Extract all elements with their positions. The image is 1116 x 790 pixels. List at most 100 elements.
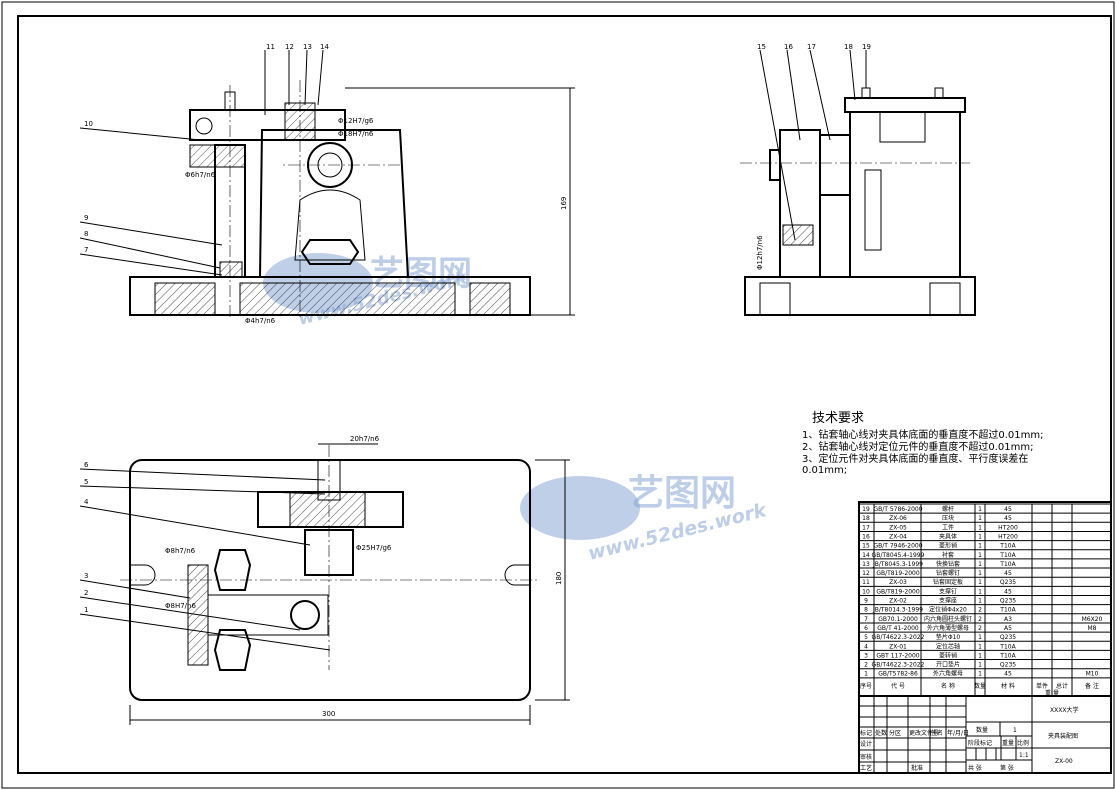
part-name: 定位销Φ4x20	[929, 606, 967, 614]
part-number: 8	[864, 607, 868, 614]
part-code: GB/T8045.4-1999	[872, 552, 925, 559]
part-code: ZX-05	[889, 524, 907, 531]
title-block: XXXX大学 夹具装配图 ZX-00 数量 1 阶段标记 重量 比例 1:1 共…	[858, 695, 1112, 774]
part-name: 菱转销	[939, 651, 957, 659]
part-material: T10A	[999, 552, 1016, 559]
balloon-9: 9	[84, 214, 88, 222]
side-view: 15 16 17 18 19 Φ12h7/n6	[740, 43, 976, 316]
part-material: T10A	[999, 561, 1016, 568]
part-code: ZX-01	[889, 643, 907, 650]
front-view: 10 11 12 13 14 9 8 7 Φ12H7/g6 Φ18H7/n6 Φ…	[79, 43, 575, 325]
drawing-title: 夹具装配图	[1048, 732, 1078, 740]
part-material: Q235	[1000, 598, 1016, 605]
part-number: 17	[862, 524, 870, 531]
part-material: Q235	[1000, 634, 1016, 641]
balloon-15: 15	[757, 43, 766, 51]
process-label: 工艺	[860, 764, 872, 772]
part-number: 12	[862, 570, 870, 577]
tech-req-line: 3、定位元件对夹具体底面的垂直度、平行度误差在	[802, 452, 1028, 465]
fit-label-d25: Φ25H7/g6	[356, 544, 392, 552]
part-code: GB/T4622.3-2022	[872, 662, 925, 669]
part-qty: 1	[978, 662, 982, 669]
part-qty: 1	[978, 506, 982, 513]
total-sheets: 共 张	[968, 764, 982, 772]
part-code: GB70.1-2000	[878, 616, 918, 623]
part-number: 5	[864, 634, 868, 641]
fit-label-d18: Φ18H7/n6	[338, 130, 374, 138]
part-note: M6X20	[1082, 616, 1103, 623]
mark-label: 标记	[860, 729, 872, 737]
part-number: 15	[862, 543, 870, 550]
header-mat: 材 料	[1001, 682, 1015, 690]
part-code: JB/T8014.3-1999	[872, 607, 923, 614]
part-name: 钻套螺钉	[936, 569, 960, 577]
part-code: GB/T 41-2000	[877, 625, 919, 632]
part-name: 压块	[942, 514, 954, 522]
part-qty: 1	[978, 634, 982, 641]
part-material: 45	[1004, 588, 1012, 595]
balloon-11: 11	[266, 43, 275, 51]
tech-req-line: 0.01mm;	[802, 465, 847, 476]
part-qty: 1	[978, 598, 982, 605]
drawing-number: ZX-00	[1055, 758, 1073, 765]
part-qty: 2	[978, 616, 982, 623]
part-code: JB/T8045.3-1999	[872, 561, 923, 568]
part-qty: 1	[978, 515, 982, 522]
balloon-3: 3	[84, 572, 88, 580]
part-name: 外六角螺母	[933, 670, 963, 678]
part-qty: 1	[978, 570, 982, 577]
part-name: 衬套	[942, 551, 954, 559]
header-total: 总计	[1056, 682, 1068, 690]
qty-label: 数量	[976, 726, 988, 734]
part-material: T10A	[999, 652, 1016, 659]
part-material: A5	[1004, 625, 1012, 632]
header-name: 名 称	[941, 682, 955, 690]
balloon-7: 7	[84, 246, 88, 254]
balloon-10: 10	[84, 120, 93, 128]
part-name: 快换钻套	[936, 560, 960, 568]
review-label: 审核	[860, 753, 872, 761]
balloon-2: 2	[84, 589, 88, 597]
part-name: 外六角薄型螺母	[927, 624, 969, 632]
part-qty: 1	[978, 643, 982, 650]
balloon-12: 12	[285, 43, 294, 51]
weight-label: 重量	[1002, 739, 1014, 747]
balloon-1: 1	[84, 606, 88, 614]
part-qty: 1	[978, 671, 982, 678]
stage-label: 阶段标记	[968, 739, 992, 747]
part-number: 13	[862, 561, 870, 568]
school-name: XXXX大学	[1050, 706, 1078, 714]
balloon-4: 4	[84, 498, 89, 506]
part-name: 夹具体	[939, 532, 957, 540]
part-code: GB/T 5786-2000	[873, 506, 922, 513]
part-number: 6	[864, 625, 868, 632]
watermark-2: 艺图网 www.52des.work	[520, 473, 770, 565]
part-qty: 2	[978, 607, 982, 614]
fit-label-d12: Φ12H7/g6	[338, 117, 374, 125]
tech-req-line: 1、钻套轴心线对夹具体底面的垂直度不超过0.01mm;	[802, 428, 1043, 441]
balloon-19: 19	[862, 43, 871, 51]
header-weight: 重 量	[1045, 689, 1059, 697]
part-material: 45	[1004, 671, 1012, 678]
part-name: 开口垫片	[936, 661, 960, 669]
part-code: ZX-03	[889, 579, 907, 586]
part-number: 3	[864, 652, 868, 659]
part-number: 9	[864, 598, 868, 605]
header-qty: 数量	[974, 682, 986, 690]
part-name: 支撑钉	[939, 587, 957, 595]
part-code: GBT 117-2000	[876, 652, 919, 659]
part-material: 45	[1004, 506, 1012, 513]
part-number: 4	[864, 643, 868, 650]
part-name: 钻套固定板	[933, 578, 963, 586]
balloon-8: 8	[84, 230, 88, 238]
header-single: 单件	[1036, 682, 1048, 690]
part-name: 支撑座	[939, 597, 957, 605]
part-name: 垫片Φ10	[936, 633, 961, 641]
part-material: HT200	[998, 533, 1018, 540]
fit-label-d8a: Φ8h7/n6	[165, 547, 196, 555]
watermark-brand: 艺图网	[628, 473, 736, 514]
part-name: 内六角圆柱头螺钉	[924, 615, 972, 623]
header-no: 序号	[860, 682, 872, 690]
